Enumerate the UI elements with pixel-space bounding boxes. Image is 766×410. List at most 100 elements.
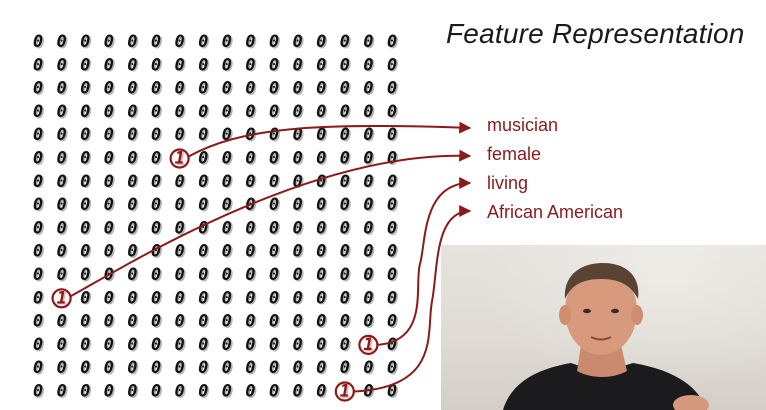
digit-zero: 0 [104, 242, 114, 262]
digit-zero: 0 [222, 382, 232, 402]
digit-zero: 0 [340, 125, 350, 145]
digit-shadow: 0 [318, 360, 328, 380]
digit-zero: 0 [340, 195, 350, 215]
digit-zero: 0 [33, 195, 43, 215]
digit-shadow: 0 [247, 360, 257, 380]
digit-zero: 0 [363, 195, 373, 215]
digit-shadow: 0 [58, 33, 68, 53]
digit-zero: 0 [127, 335, 137, 355]
page-title: Feature Representation [446, 18, 745, 49]
one-hot-circle [169, 148, 190, 169]
digit-zero: 0 [80, 102, 90, 122]
digit-shadow: 0 [105, 103, 115, 123]
digit-zero: 0 [174, 242, 184, 262]
digit-shadow: 0 [388, 80, 398, 100]
digit-shadow: 0 [388, 173, 398, 193]
digit-shadow: 0 [58, 360, 68, 380]
digit-shadow: 0 [223, 127, 233, 147]
digit-shadow: 0 [270, 220, 280, 240]
digit-zero: 0 [387, 172, 397, 192]
digit-shadow: 0 [294, 360, 304, 380]
digit-shadow: 0 [34, 243, 44, 263]
digit-zero: 0 [387, 242, 397, 262]
digit-zero: 0 [363, 358, 373, 378]
digit-zero: 0 [80, 382, 90, 402]
digit-zero: 0 [269, 382, 279, 402]
digit-zero: 0 [222, 32, 232, 52]
digit-zero: 0 [245, 102, 255, 122]
presenter-head [565, 267, 637, 355]
presenter-eye-left [583, 308, 591, 314]
digit-zero: 0 [269, 358, 279, 378]
digit-shadow: 0 [365, 57, 375, 77]
digit-zero: 0 [80, 149, 90, 169]
digit-shadow: 0 [129, 127, 139, 147]
digit-zero: 0 [80, 125, 90, 145]
digit-shadow: 0 [82, 33, 92, 53]
digit-zero: 0 [363, 312, 373, 332]
digit-zero: 0 [269, 79, 279, 99]
digit-shadow: 0 [200, 173, 210, 193]
digit-zero: 0 [104, 149, 114, 169]
digit-shadow: 0 [294, 266, 304, 286]
digit-zero: 0 [316, 102, 326, 122]
digit-zero: 0 [198, 335, 208, 355]
digit-zero: 0 [363, 265, 373, 285]
digit-zero: 0 [127, 312, 137, 332]
digit-zero: 0 [340, 335, 350, 355]
digit-zero: 0 [292, 102, 302, 122]
digit-zero: 0 [269, 335, 279, 355]
digit-zero: 0 [127, 79, 137, 99]
digit-zero: 0 [198, 149, 208, 169]
digit-zero: 0 [363, 55, 373, 75]
digit-zero: 0 [292, 335, 302, 355]
digit-zero: 0 [269, 125, 279, 145]
digit-shadow: 0 [223, 150, 233, 170]
digit-shadow: 0 [200, 220, 210, 240]
digit-shadow: 0 [200, 150, 210, 170]
digit-shadow: 1 [58, 290, 68, 310]
digit-shadow: 0 [223, 57, 233, 77]
digit-shadow: 0 [341, 290, 351, 310]
digit-shadow: 0 [58, 220, 68, 240]
digit-shadow: 0 [176, 266, 186, 286]
digit-shadow: 0 [223, 266, 233, 286]
digit-shadow: 0 [294, 313, 304, 333]
digit-shadow: 0 [34, 360, 44, 380]
digit-shadow: 1 [341, 383, 351, 403]
digit-shadow: 0 [152, 220, 162, 240]
digit-shadow: 0 [152, 33, 162, 53]
digit-shadow: 0 [129, 57, 139, 77]
digit-shadow: 0 [223, 360, 233, 380]
digit-shadow: 0 [270, 336, 280, 356]
digit-zero: 0 [292, 79, 302, 99]
digit-shadow: 0 [34, 220, 44, 240]
digit-shadow: 0 [82, 266, 92, 286]
digit-shadow: 0 [365, 243, 375, 263]
digit-shadow: 1 [176, 150, 186, 170]
digit-zero: 0 [269, 55, 279, 75]
digit-zero: 0 [174, 125, 184, 145]
digit-zero: 0 [56, 149, 66, 169]
digit-zero: 0 [56, 358, 66, 378]
digit-zero: 0 [33, 218, 43, 238]
digit-zero: 0 [316, 382, 326, 402]
digit-zero: 0 [222, 288, 232, 308]
digit-shadow: 0 [341, 360, 351, 380]
digit-shadow: 0 [58, 243, 68, 263]
digit-shadow: 0 [200, 197, 210, 217]
digit-zero: 0 [174, 55, 184, 75]
digit-zero: 0 [292, 125, 302, 145]
digit-zero: 0 [340, 55, 350, 75]
digit-zero: 0 [316, 172, 326, 192]
digit-zero: 0 [104, 382, 114, 402]
digit-zero: 0 [387, 125, 397, 145]
digit-shadow: 0 [341, 103, 351, 123]
digit-zero: 0 [151, 242, 161, 262]
digit-zero: 0 [104, 312, 114, 332]
digit-shadow: 0 [105, 360, 115, 380]
digit-zero: 0 [80, 32, 90, 52]
digit-zero: 0 [56, 335, 66, 355]
digit-shadow: 0 [58, 127, 68, 147]
digit-zero: 0 [127, 382, 137, 402]
